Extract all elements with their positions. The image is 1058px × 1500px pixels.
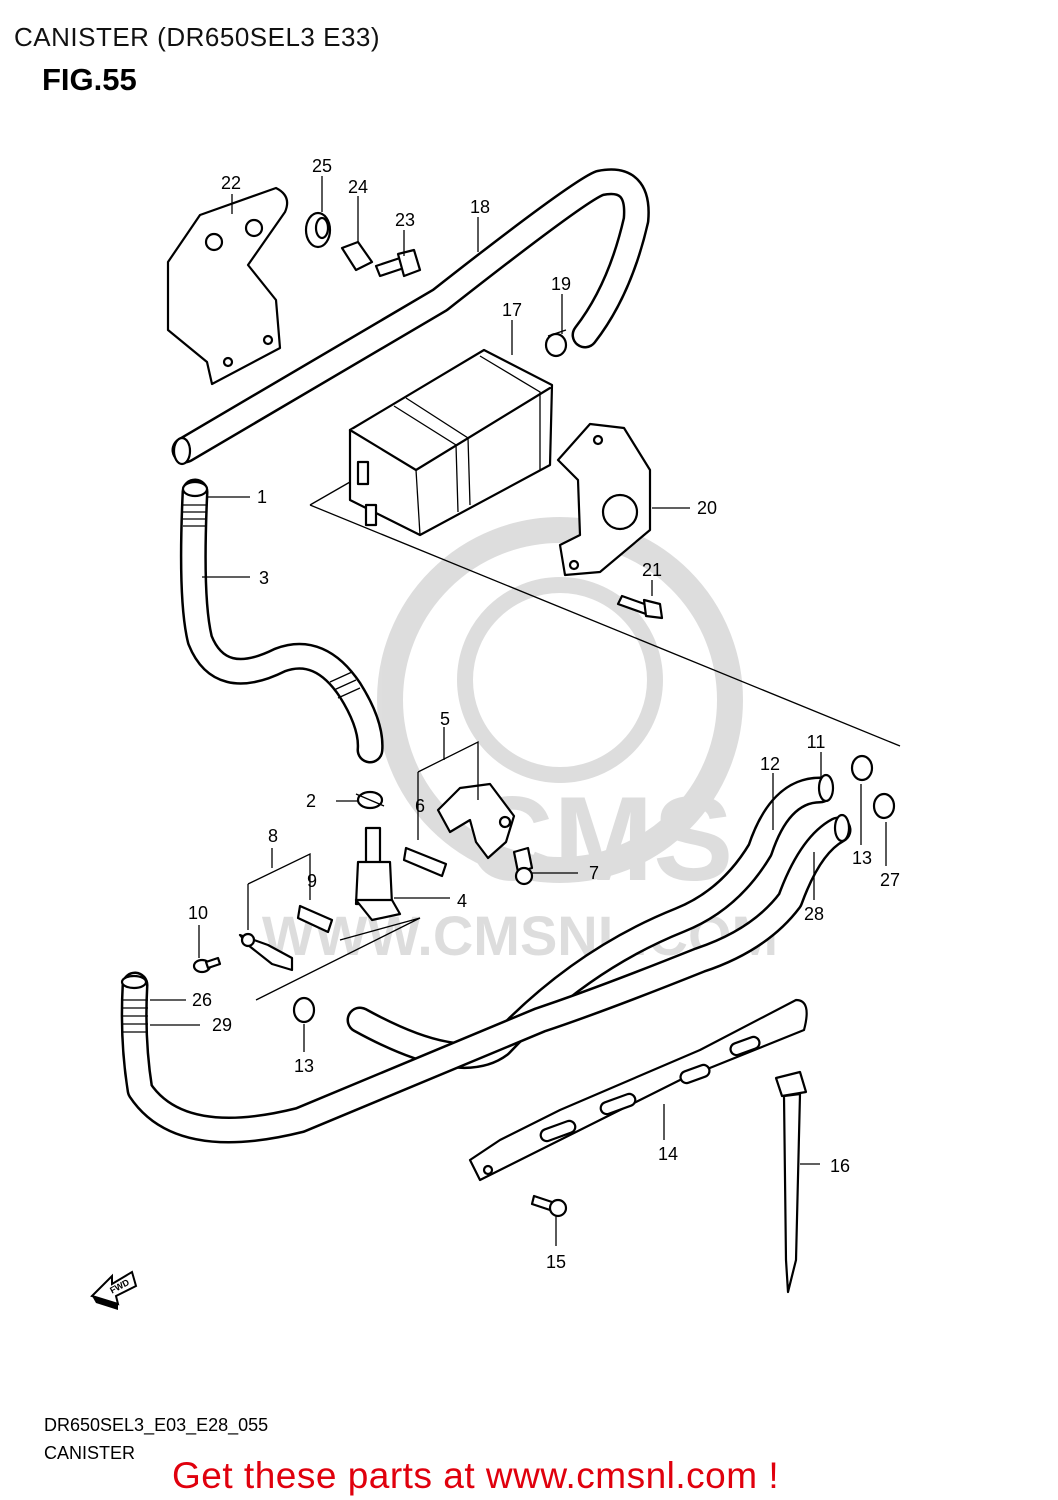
part-3-hose[interactable] (179, 478, 384, 764)
diagram-name: CANISTER (44, 1443, 136, 1463)
part-20-bracket[interactable] (556, 422, 652, 577)
callout-12: 12 (760, 754, 780, 774)
callout-21: 21 (642, 560, 662, 580)
callout-15: 15 (546, 1252, 566, 1272)
callout-29: 29 (212, 1015, 232, 1035)
part-17-canister[interactable] (348, 348, 554, 537)
callout-23: 23 (395, 210, 415, 230)
part-22-bracket[interactable] (166, 186, 289, 386)
callout-27: 27 (880, 870, 900, 890)
part-8-clamp[interactable] (238, 932, 294, 972)
callout-6: 6 (415, 796, 425, 816)
callout-10: 10 (188, 903, 208, 923)
callout-20: 20 (697, 498, 717, 518)
diagram-code: DR650SEL3_E03_E28_055 (44, 1415, 269, 1435)
part-10-screw[interactable] (192, 956, 222, 974)
part-5-bracket[interactable] (436, 782, 516, 860)
callout-25: 25 (312, 156, 332, 176)
callout-8: 8 (268, 826, 278, 846)
part-21-bolt[interactable] (616, 594, 664, 620)
callout-17: 17 (502, 300, 522, 320)
part-14-strap[interactable] (468, 998, 808, 1182)
part-15-screw[interactable] (530, 1194, 568, 1218)
part-24-collar[interactable] (340, 240, 374, 272)
callout-2: 2 (306, 791, 316, 811)
callout-26: 26 (192, 990, 212, 1010)
callout-labels: 1 2 3 4 5 6 7 8 9 10 11 12 13 13 14 15 1… (188, 156, 900, 1272)
part-2-clip[interactable] (355, 790, 385, 810)
callout-3: 3 (259, 568, 269, 588)
callout-14: 14 (658, 1144, 678, 1164)
part-6-pad[interactable] (402, 846, 448, 878)
callout-11: 11 (807, 732, 826, 752)
callout-4: 4 (457, 891, 467, 911)
part-11-clip[interactable] (850, 754, 874, 782)
part-9-pad[interactable] (296, 904, 334, 934)
part-25-grommet[interactable] (304, 211, 332, 249)
callout-19: 19 (551, 274, 571, 294)
callout-9: 9 (307, 871, 317, 891)
callout-24: 24 (348, 177, 368, 197)
figure-number: FIG.55 (42, 62, 137, 97)
callout-16: 16 (830, 1156, 850, 1176)
callout-18: 18 (470, 197, 490, 217)
part-16-cable-tie[interactable] (774, 1070, 808, 1294)
fwd-arrow-icon: FWD (90, 1270, 138, 1310)
promo-link[interactable]: Get these parts at www.cmsnl.com ! (172, 1455, 780, 1496)
leader-lines (150, 176, 901, 1246)
page-title: CANISTER (DR650SEL3 E33) (14, 22, 381, 52)
part-28-hose[interactable] (120, 813, 852, 1144)
callout-1: 1 (257, 487, 267, 507)
callout-22: 22 (221, 173, 241, 193)
part-19-clip[interactable] (544, 329, 568, 358)
callout-28: 28 (804, 904, 824, 924)
part-7-bolt[interactable] (512, 846, 534, 886)
callout-13a: 13 (852, 848, 872, 868)
callout-13b: 13 (294, 1056, 314, 1076)
part-18-hose[interactable] (171, 168, 650, 466)
part-27-clip[interactable] (872, 792, 896, 820)
watermark-logo-text: CMS (467, 772, 734, 906)
part-4-fitting[interactable] (354, 826, 402, 922)
callout-7: 7 (589, 863, 599, 883)
part-13-clip[interactable] (292, 996, 316, 1024)
part-23-bolt[interactable] (374, 248, 422, 278)
callout-5: 5 (440, 709, 450, 729)
